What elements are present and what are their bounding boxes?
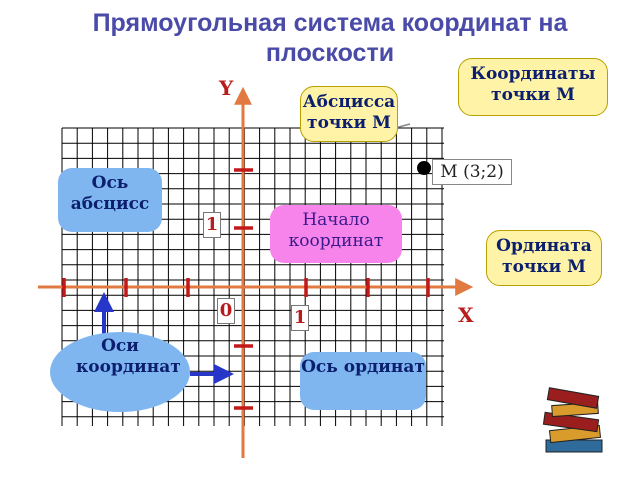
page-title: Прямоугольная система координат на плоск… xyxy=(92,9,568,67)
origin-label: 0 xyxy=(217,298,235,324)
callout-abscissa-axis: Ось абсцисс xyxy=(58,168,162,232)
callout-ordinate-of-m: Ордината точки М xyxy=(486,230,602,286)
books-icon xyxy=(542,387,603,453)
callout-ordinate-axis: Ось ординат xyxy=(300,352,426,410)
callout-coordinate-axes: Оси координат xyxy=(50,332,190,412)
y-axis-label: Y xyxy=(219,76,234,100)
x-axis-label: X xyxy=(458,303,474,327)
callout-coordinates-of-m: Координаты точки М xyxy=(458,58,608,116)
unit-x-label: 1 xyxy=(291,305,309,331)
callout-abscissa-of-m: Абсцисса точки М xyxy=(300,86,398,142)
unit-y-label: 1 xyxy=(203,212,221,238)
point-m-marker xyxy=(417,161,431,175)
axis-ticks xyxy=(62,168,430,410)
point-m-label: M (3;2) xyxy=(432,159,512,185)
callout-origin: Начало координат xyxy=(270,205,402,263)
